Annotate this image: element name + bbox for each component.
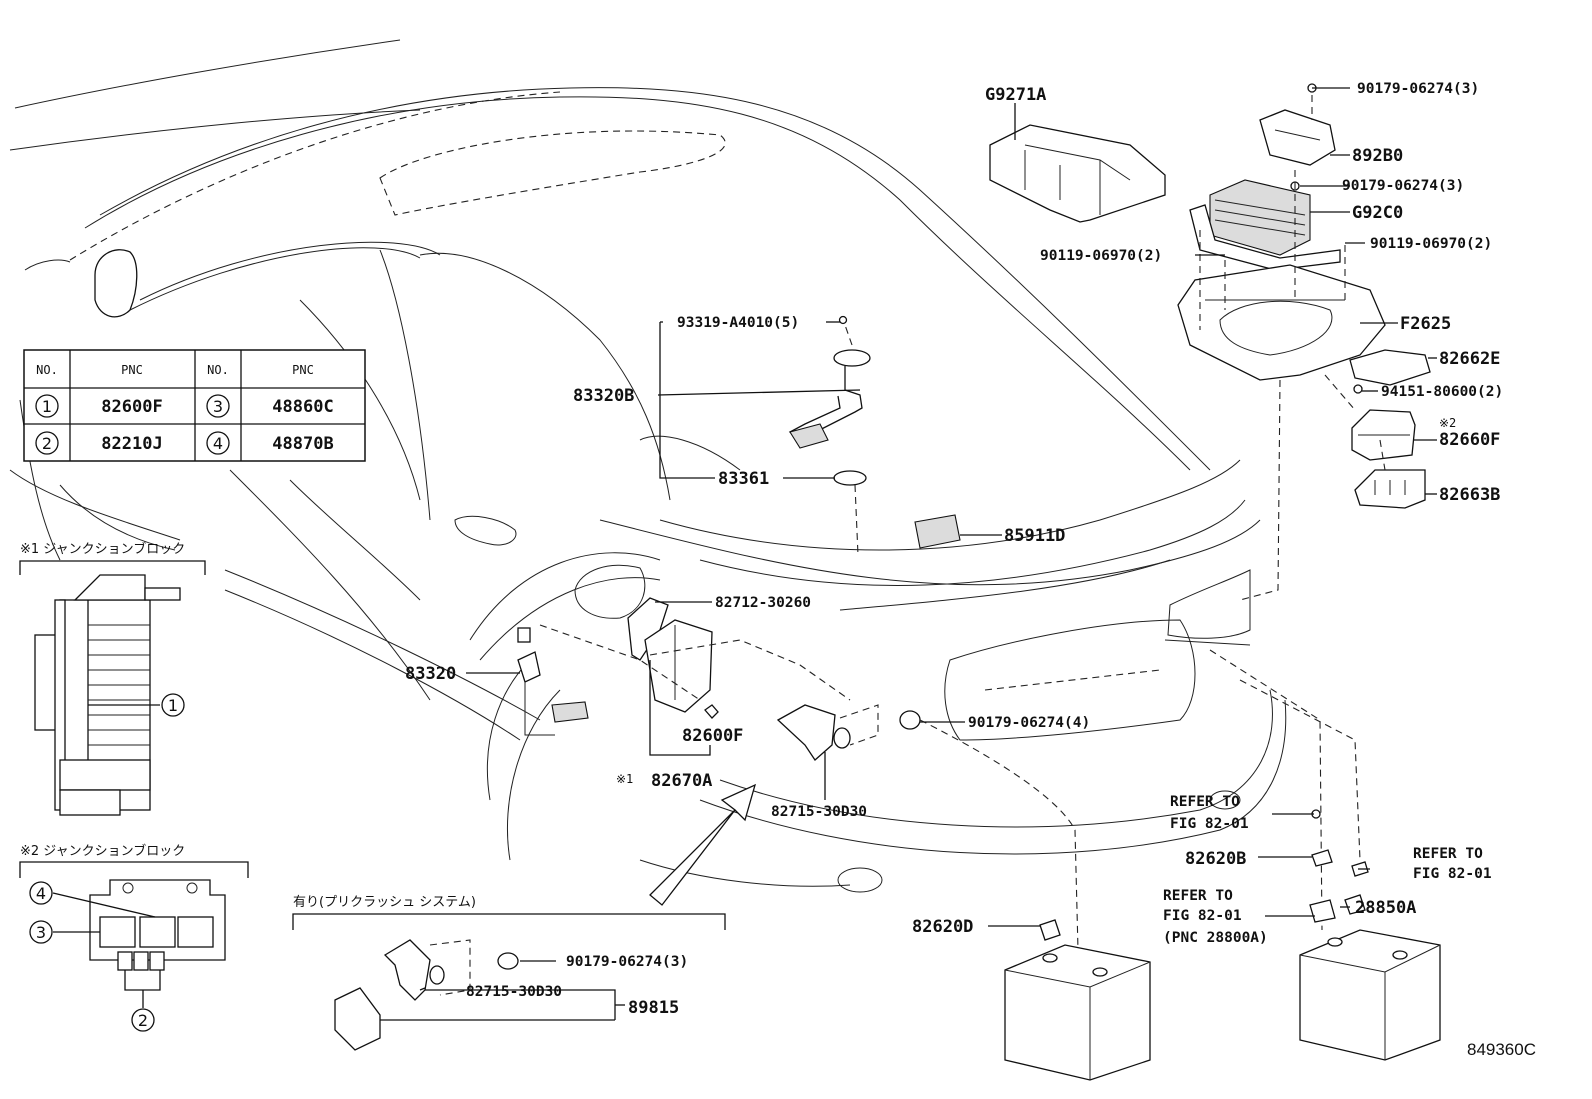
label-mark-1: ※1 <box>616 772 633 786</box>
part-82660f <box>1351 384 1416 461</box>
label-90179-mid: 90179-06274(3) <box>1342 178 1464 194</box>
part-82670a <box>644 619 719 719</box>
junction-block-1: ※1 ジャンクションブロック 1 <box>19 541 206 816</box>
label-f2625: F2625 <box>1400 314 1451 334</box>
table-row-1-pnc-2: 48860C <box>272 397 333 417</box>
label-refer-3-a: REFER TO <box>1163 888 1233 904</box>
label-mark-2: ※2 <box>1439 416 1456 430</box>
part-83320 <box>517 627 589 736</box>
label-refer-1-a: REFER TO <box>1170 794 1240 810</box>
table-row-1-no-1: 1 <box>42 397 52 416</box>
label-90179-low: 90179-06274(4) <box>968 715 1090 731</box>
label-82663b: 82663B <box>1439 485 1500 505</box>
label-28850a: 28850A <box>1355 898 1416 918</box>
table-row-2-no-1: 2 <box>42 434 52 453</box>
label-82662e: 82662E <box>1439 349 1500 369</box>
precrash-block: 有り(プリクラッシュ システム) <box>292 895 726 1051</box>
label-precrash-82715: 82715-30D30 <box>466 984 562 1000</box>
junction-block-2-callout-2: 2 <box>138 1011 148 1030</box>
label-94151: 94151-80600(2) <box>1381 384 1503 400</box>
label-93319: 93319-A4010(5) <box>677 315 799 331</box>
battery-right <box>1299 809 1441 1061</box>
part-f2625 <box>1177 264 1431 386</box>
part-labels: G9271A 90179-06274(3) 892B0 90179-06274(… <box>405 81 1503 1018</box>
junction-block-1-fuses <box>88 624 150 746</box>
label-83361: 83361 <box>718 469 769 489</box>
part-83361 <box>833 470 867 556</box>
table-row-1-pnc-1: 82600F <box>101 397 162 417</box>
label-90179-top: 90179-06274(3) <box>1357 81 1479 97</box>
label-precrash-90179: 90179-06274(3) <box>566 954 688 970</box>
junction-block-2: ※2 ジャンクションブロック 4 3 2 <box>19 843 249 1032</box>
label-refer-2-a: REFER TO <box>1413 846 1483 862</box>
junction-block-2-callout-4: 4 <box>36 884 46 903</box>
part-82715-30d30 <box>776 704 1079 951</box>
label-82715: 82715-30D30 <box>771 804 867 820</box>
table-header-no-1: NO. <box>36 363 58 377</box>
battery-left <box>1004 919 1151 1081</box>
table-row-2-no-2: 4 <box>213 434 223 453</box>
car-body-outline <box>9 39 1287 906</box>
precrash-caption: 有り(プリクラッシュ システム) <box>293 895 476 910</box>
label-90119-left: 90119-06970(2) <box>1040 248 1162 264</box>
junction-block-1-caption: ※1 ジャンクションブロック <box>20 541 185 557</box>
label-precrash-89815: 89815 <box>628 998 679 1018</box>
label-83320: 83320 <box>405 664 456 684</box>
junction-block-2-caption: ※2 ジャンクションブロック <box>20 843 185 859</box>
table-header-no-2: NO. <box>207 363 229 377</box>
label-85911d: 85911D <box>1004 526 1065 546</box>
diagram-id: 849360C <box>1467 1040 1536 1059</box>
label-892b0: 892B0 <box>1352 146 1403 166</box>
label-83320b: 83320B <box>573 386 634 406</box>
label-refer-1-b: FIG 82-01 <box>1170 816 1249 832</box>
junction-block-2-callout-3: 3 <box>36 923 46 942</box>
label-90119-right: 90119-06970(2) <box>1370 236 1492 252</box>
table-row-1-no-2: 3 <box>213 397 223 416</box>
label-refer-3-b: FIG 82-01 <box>1163 908 1242 924</box>
label-82620d: 82620D <box>912 917 973 937</box>
table-row-2-pnc-1: 82210J <box>101 434 162 454</box>
part-82663b <box>1354 469 1426 509</box>
table-header-pnc-2: PNC <box>292 363 314 377</box>
part-85911d <box>914 514 961 549</box>
label-g9271a: G9271A <box>985 85 1046 105</box>
part-83320b <box>788 315 871 449</box>
pnc-table: NO. PNC NO. PNC 1 82600F 3 48860C 2 8221… <box>23 349 366 462</box>
label-refer-3-c: (PNC 28800A) <box>1163 930 1268 946</box>
label-g92c0: G92C0 <box>1352 203 1403 223</box>
label-82660f: 82660F <box>1439 430 1500 450</box>
junction-block-1-callout: 1 <box>168 696 178 715</box>
table-header-pnc-1: PNC <box>121 363 143 377</box>
label-refer-2-b: FIG 82-01 <box>1413 866 1492 882</box>
label-82620b: 82620B <box>1185 849 1246 869</box>
label-82600f: 82600F <box>682 726 743 746</box>
part-g92c0 <box>1189 179 1341 271</box>
part-892b0 <box>1259 83 1336 191</box>
table-row-2-pnc-2: 48870B <box>272 434 333 454</box>
label-82670a: 82670A <box>651 771 712 791</box>
label-82712: 82712-30260 <box>715 595 811 611</box>
part-g9271a <box>989 103 1166 223</box>
leader-lines <box>466 87 1437 927</box>
